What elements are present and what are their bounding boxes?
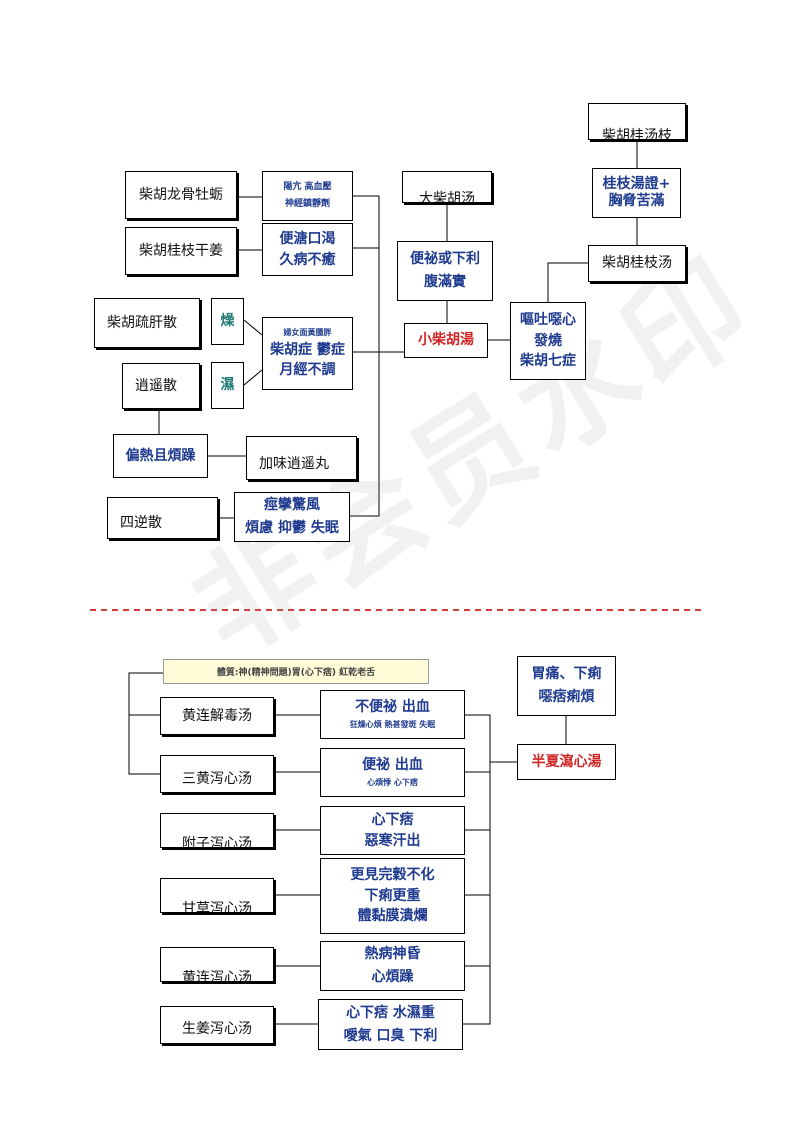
- huanglian-jiedu-label: 黄连解毒汤: [182, 707, 252, 724]
- jiawei-xiaoyao-box: 加味逍遥丸: [246, 436, 357, 480]
- cinnamon-twig-sign-line: 桂枝湯證+: [602, 176, 671, 193]
- sanhuang-label: 三黄泻心汤: [182, 770, 252, 787]
- huanglian-jiedu-symptom-line: 狂燥心煩 熱甚發斑 失眠: [349, 720, 436, 730]
- xiaoyao-box: 逍遥散: [122, 363, 200, 409]
- women-line: 月經不調: [279, 362, 336, 379]
- guizhi-symptom-line: 便溏口渴: [279, 230, 336, 247]
- gancao-symptom-line: 下痢更重: [364, 887, 421, 904]
- huanglian-box: 黄连泻心汤: [160, 947, 274, 982]
- huanglian-symptom-line: 熱病神昏: [364, 946, 421, 963]
- sini-label: 四逆散: [120, 514, 162, 531]
- jiawei-xiaoyao-label: 加味逍遥丸: [259, 455, 329, 472]
- bupleurum-cinnamon-branch-label: 柴胡桂汤枝: [602, 128, 672, 140]
- cinnamon-twig-sign-line: 胸脅苦滿: [608, 193, 665, 209]
- sini-symptoms-box: 痙攣驚風 煩慮 抑鬱 失眠: [234, 492, 350, 542]
- dry-box: 燥: [211, 298, 244, 345]
- fuzi-label: 附子泻心汤: [182, 836, 252, 848]
- xiaoyao-label: 逍遥散: [135, 377, 177, 394]
- constipation-line: 便祕或下利: [410, 251, 480, 268]
- longgu-symptom-line: 陽亢 高血壓: [283, 182, 332, 193]
- dry-label: 燥: [220, 313, 235, 330]
- vomit-box: 嘔吐噁心 發燒 柴胡七症: [510, 302, 586, 380]
- huanglian-jiedu-box: 黄连解毒汤: [160, 697, 274, 735]
- bupleurum-cinnamon-branch-box: 柴胡桂汤枝: [588, 103, 686, 140]
- fuzi-box: 附子泻心汤: [160, 813, 274, 848]
- longgu-muli-label: 柴胡龙骨牡蛎: [139, 186, 223, 203]
- shengjiang-symptoms-box: 心下痞 水濕重 噯氣 口臭 下利: [318, 999, 463, 1050]
- longgu-symptoms-box: 陽亢 高血壓 神經鎮靜劑: [262, 171, 353, 221]
- shengjiang-box: 生姜泻心汤: [160, 1006, 274, 1044]
- bupleurum-cinnamon-twig-box: 柴胡桂枝汤: [588, 245, 686, 282]
- guizhi-ganjiang-label: 柴胡桂枝干姜: [139, 242, 223, 259]
- sanhuang-symptoms-box: 便祕 出血 心煩悸 心下痞: [320, 748, 465, 797]
- bupleurum-cinnamon-twig-label: 柴胡桂枝汤: [602, 255, 672, 272]
- shengjiang-symptom-line: 噯氣 口臭 下利: [343, 1027, 438, 1044]
- huanglian-jiedu-symptoms-box: 不便祕 出血 狂燥心煩 熱甚發斑 失眠: [320, 690, 465, 739]
- gancao-symptoms-box: 更見完穀不化 下痢更重 體黏膜潰爛: [320, 858, 465, 934]
- shugan-box: 柴胡疏肝散: [94, 298, 200, 348]
- sini-symptom-line: 煩慮 抑鬱 失眠: [245, 520, 339, 536]
- sini-box: 四逆散: [107, 497, 218, 539]
- constitution-note: 體質:神(精神問題)胃(心下痞) 紅乾老舌: [163, 659, 429, 684]
- vomit-line: 發燒: [534, 332, 562, 349]
- sanhuang-box: 三黄泻心汤: [160, 755, 274, 793]
- huanglian-label: 黄连泻心汤: [182, 970, 252, 982]
- huanglian-symptom-line: 心煩躁: [371, 969, 414, 985]
- shengjiang-label: 生姜泻心汤: [182, 1020, 252, 1037]
- women-box: 婦女面黃腫胖 柴胡症 鬱症 月經不調: [262, 317, 353, 390]
- damp-label: 濕: [220, 377, 235, 394]
- fuzi-symptom-line: 惡寒汗出: [364, 832, 421, 849]
- guizhi-symptoms-box: 便溏口渴 久病不癒: [262, 223, 353, 276]
- sanhuang-symptom-line: 心煩悸 心下痞: [367, 778, 418, 788]
- major-bupleurum-label: 大柴胡汤: [419, 191, 475, 203]
- guizhi-symptom-line: 久病不癒: [279, 251, 336, 268]
- stomach-line: 胃痛、下痢: [531, 666, 602, 683]
- fuzi-symptoms-box: 心下痞 惡寒汗出: [320, 806, 465, 855]
- banxia-box: 半夏瀉心湯: [517, 744, 616, 780]
- heat-irritable-label: 偏熱且煩躁: [125, 447, 196, 464]
- longgu-symptom-line: 神經鎮靜劑: [284, 199, 330, 209]
- fuzi-symptom-line: 心下痞: [371, 811, 414, 828]
- minor-bupleurum-box: 小柴胡湯: [404, 323, 488, 358]
- vomit-line: 柴胡七症: [520, 353, 576, 370]
- stomach-box: 胃痛、下痢 噁痞痢煩: [517, 656, 616, 716]
- sanhuang-symptom-line: 便祕 出血: [362, 757, 423, 774]
- huanglian-jiedu-symptom-line: 不便祕 出血: [355, 699, 430, 716]
- banxia-label: 半夏瀉心湯: [531, 753, 602, 770]
- gancao-box: 甘草泻心汤: [160, 878, 274, 913]
- gancao-symptom-line: 更見完穀不化: [350, 866, 435, 883]
- stomach-line: 噁痞痢煩: [538, 689, 595, 705]
- shugan-label: 柴胡疏肝散: [107, 314, 177, 331]
- vomit-line: 嘔吐噁心: [520, 311, 576, 328]
- heat-irritable-box: 偏熱且煩躁: [113, 434, 208, 478]
- gancao-label: 甘草泻心汤: [182, 901, 252, 913]
- longgu-muli-box: 柴胡龙骨牡蛎: [125, 171, 237, 219]
- guizhi-ganjiang-box: 柴胡桂枝干姜: [125, 227, 237, 275]
- shengjiang-symptom-line: 心下痞 水濕重: [346, 1004, 435, 1021]
- major-bupleurum-box: 大柴胡汤: [402, 171, 492, 203]
- constipation-box: 便祕或下利 腹滿實: [397, 241, 493, 301]
- minor-bupleurum-label: 小柴胡湯: [418, 332, 474, 349]
- constipation-line: 腹滿實: [424, 274, 466, 290]
- women-line: 婦女面黃腫胖: [283, 327, 332, 337]
- sini-symptom-line: 痙攣驚風: [264, 497, 320, 514]
- cinnamon-twig-signs-box: 桂枝湯證+ 胸脅苦滿: [592, 168, 681, 218]
- damp-box: 濕: [211, 362, 244, 409]
- women-line: 柴胡症 鬱症: [270, 341, 345, 358]
- gancao-symptom-line: 體黏膜潰爛: [357, 908, 428, 925]
- huanglian-symptoms-box: 熱病神昏 心煩躁: [320, 941, 465, 991]
